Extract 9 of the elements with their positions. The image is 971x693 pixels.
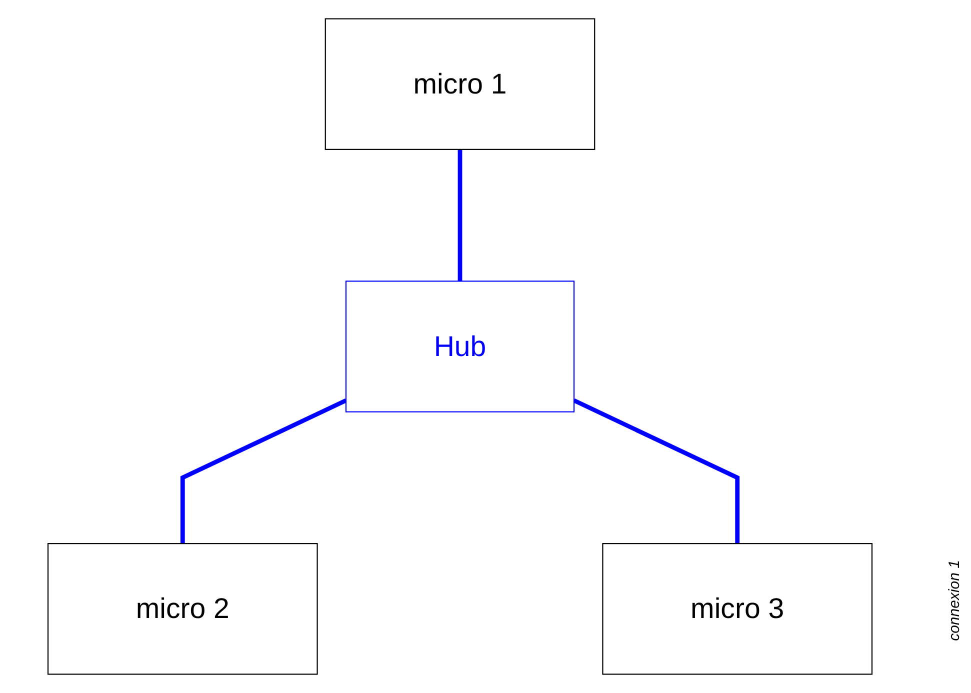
connector	[458, 149, 462, 282]
node-box	[324, 18, 596, 150]
node-box	[602, 543, 873, 675]
side-note: connexion 1	[946, 560, 963, 641]
connector	[180, 398, 347, 544]
network-diagram: micro 1 Hub micro 2 micro 3	[10, 10, 910, 683]
node-box	[47, 543, 318, 675]
node-box	[345, 280, 575, 412]
connector	[573, 398, 740, 544]
